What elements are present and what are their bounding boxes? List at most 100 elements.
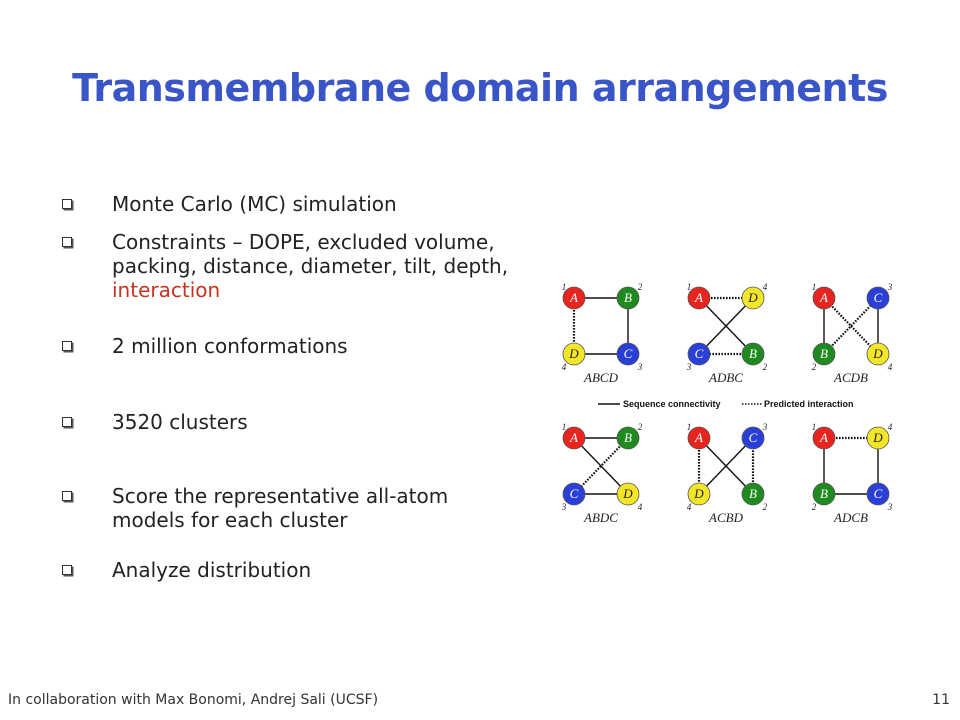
checkbox-bullet-icon — [62, 199, 72, 209]
arrangement-caption: ACDB — [833, 370, 868, 385]
bullet-text: 2 million conformations — [112, 334, 348, 358]
helix-letter: A — [819, 430, 828, 445]
helix-node — [812, 286, 836, 310]
helix-node — [616, 342, 640, 366]
bullet-text: Analyze distribution — [112, 558, 312, 582]
helix-order-number: 4 — [763, 282, 768, 292]
helix-letter: D — [872, 430, 883, 445]
helix-order-number: 1 — [687, 422, 692, 432]
predicted-interaction-line — [823, 297, 879, 355]
predicted-interaction-line — [573, 437, 629, 495]
helix-node — [687, 426, 711, 450]
helix-node — [812, 342, 836, 366]
helix-node — [616, 426, 640, 450]
helix-letter: D — [622, 486, 633, 501]
helix-order-number: 3 — [686, 362, 692, 372]
helix-letter: B — [624, 290, 632, 305]
helix-letter: C — [874, 290, 883, 305]
helix-order-number: 2 — [763, 502, 768, 512]
helix-order-number: 3 — [637, 362, 643, 372]
helix-order-number: 2 — [812, 502, 817, 512]
helix-node — [562, 286, 586, 310]
helix-letter: B — [624, 430, 632, 445]
helix-node — [687, 482, 711, 506]
helix-node — [741, 342, 765, 366]
helix-node — [866, 286, 890, 310]
helix-order-number: 4 — [888, 422, 893, 432]
checkbox-bullet-icon — [62, 491, 72, 501]
checkbox-bullet-icon — [62, 417, 72, 427]
arrangement-caption: ABDC — [583, 510, 618, 522]
arrangement-caption: ADBC — [708, 370, 743, 385]
helix-node — [562, 342, 586, 366]
diagram-legend: Sequence connectivity Predicted interact… — [598, 399, 854, 409]
page-number: 11 — [932, 692, 950, 708]
helix-node — [866, 482, 890, 506]
helix-letter: A — [569, 290, 578, 305]
legend-sequence-label: Sequence connectivity — [623, 399, 721, 409]
helix-letter: D — [693, 486, 704, 501]
helix-node — [562, 482, 586, 506]
bullet-text-main: Constraints – DOPE, excluded volume, pac… — [112, 230, 509, 278]
helix-node — [866, 342, 890, 366]
helix-letter: C — [695, 346, 704, 361]
bullet-text: Monte Carlo (MC) simulation — [112, 192, 397, 216]
helix-order-number: 3 — [762, 422, 768, 432]
legend-predicted-label: Predicted interaction — [764, 399, 854, 409]
helix-order-number: 4 — [888, 362, 893, 372]
arrangement-diagram: A1B2D4C3ABCDA1D4C3B2ADBCA1C3B2D4ACDBA1B2… — [561, 282, 893, 522]
predicted-interaction-line — [823, 297, 879, 355]
helix-letter: A — [819, 290, 828, 305]
helix-letter: C — [749, 430, 758, 445]
checkbox-bullet-icon — [62, 237, 72, 247]
footer-credit: In collaboration with Max Bonomi, Andrej… — [8, 692, 379, 708]
helix-node — [812, 482, 836, 506]
helix-letter: B — [820, 486, 828, 501]
checkbox-bullet-icon — [62, 341, 72, 351]
helix-node — [616, 482, 640, 506]
helix-letter: B — [820, 346, 828, 361]
helix-order-number: 2 — [763, 362, 768, 372]
helix-node — [616, 286, 640, 310]
helix-order-number: 1 — [812, 282, 817, 292]
helix-node — [741, 482, 765, 506]
slide-title: Transmembrane domain arrangements — [72, 66, 888, 110]
helix-order-number: 2 — [638, 422, 643, 432]
helix-node — [741, 286, 765, 310]
helix-order-number: 3 — [887, 502, 893, 512]
bullet-text-highlight: interaction — [112, 278, 221, 302]
bullet-text: Score the representative all-atom models… — [112, 484, 449, 532]
helix-order-number: 1 — [562, 282, 567, 292]
arrangement-caption: ABCD — [583, 370, 619, 385]
helix-node — [741, 426, 765, 450]
arrangement-panels: A1B2D4C3ABCDA1D4C3B2ADBCA1C3B2D4ACDBA1B2… — [561, 282, 893, 522]
helix-order-number: 3 — [887, 282, 893, 292]
helix-order-number: 4 — [638, 502, 643, 512]
helix-letter: B — [749, 346, 757, 361]
helix-order-number: 1 — [562, 422, 567, 432]
helix-node — [866, 426, 890, 450]
helix-order-number: 2 — [812, 362, 817, 372]
sequence-connectivity-line — [573, 437, 629, 495]
checkbox-bullet-icon — [62, 565, 72, 575]
helix-node — [812, 426, 836, 450]
helix-letter: B — [749, 486, 757, 501]
bullet-text: Constraints – DOPE, excluded volume, pac… — [112, 230, 532, 302]
helix-letter: C — [570, 486, 579, 501]
helix-order-number: 3 — [561, 502, 567, 512]
helix-letter: C — [624, 346, 633, 361]
helix-letter: A — [694, 290, 703, 305]
helix-node — [687, 342, 711, 366]
bullet-text: 3520 clusters — [112, 410, 248, 434]
helix-order-number: 4 — [562, 362, 567, 372]
helix-letter: D — [872, 346, 883, 361]
helix-node — [562, 426, 586, 450]
helix-letter: C — [874, 486, 883, 501]
helix-order-number: 1 — [687, 282, 692, 292]
